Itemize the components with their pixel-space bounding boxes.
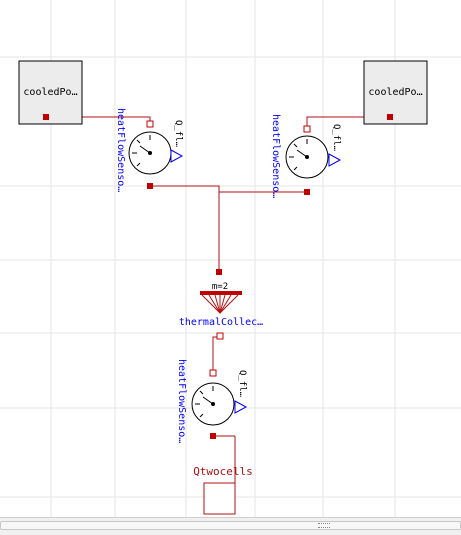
heat-flow-sensor-left-label: heatFlowSenso…: [115, 108, 126, 192]
heat-flow-sensor-left-output-label: Q_fl…: [173, 120, 183, 148]
thermal-collector-port-bottom[interactable]: [216, 332, 224, 340]
heat-flow-sensor-bottom-output-arrow: [234, 400, 248, 414]
cooled-box-right-port[interactable]: [387, 114, 393, 120]
thermal-collector-funnel: [201, 294, 239, 314]
heat-flow-sensor-bottom-port-a[interactable]: [209, 369, 217, 377]
heat-flow-sensor-right-output-label: Q_fl…: [331, 124, 341, 152]
heat-flow-sensor-bottom-port-b[interactable]: [210, 433, 216, 439]
heat-flow-sensor-bottom-label: heatFlowSenso…: [176, 359, 187, 443]
heat-flow-sensor-left[interactable]: heatFlowSenso… Q_fl…: [115, 108, 184, 192]
cooled-box-left[interactable]: cooledPo…: [18, 60, 83, 125]
thermal-collector-label: thermalCollec…: [179, 317, 263, 328]
cooled-box-right[interactable]: cooledPo…: [363, 60, 428, 125]
heat-flow-sensor-left-port-b[interactable]: [147, 183, 153, 189]
thermal-collector-port-top[interactable]: [216, 269, 222, 275]
qtwocells-label: Qtwocells: [193, 465, 253, 478]
heat-flow-sensor-bottom-gauge: [191, 382, 235, 426]
heat-flow-sensor-left-port-a[interactable]: [146, 120, 154, 128]
thermal-collector-param: m=2: [212, 282, 228, 292]
heat-flow-sensor-left-gauge: [128, 131, 172, 175]
scrollbar-thumb[interactable]: [0, 521, 461, 530]
heat-flow-sensor-right-port-b[interactable]: [304, 189, 310, 195]
cooled-box-left-label: cooledPo…: [23, 87, 77, 98]
wire-sensors-to-collector: [150, 185, 220, 272]
thermal-collector-bar: [200, 291, 242, 295]
heat-flow-sensor-right-gauge: [285, 135, 329, 179]
heat-flow-sensor-right-output-arrow: [328, 153, 342, 167]
cooled-box-right-label: cooledPo…: [368, 87, 422, 98]
heat-flow-sensor-right-port-a[interactable]: [303, 125, 311, 133]
scrollbar-grip-icon: [318, 523, 330, 528]
heat-flow-sensor-bottom-output-label: Q_fl…: [237, 370, 247, 398]
thermal-collector[interactable]: m=2 thermalCollec…: [179, 269, 263, 340]
heat-flow-sensor-left-output-arrow: [170, 149, 184, 163]
wire-collector-to-sensor-bottom: [212, 336, 220, 373]
wire-cooled-right-to-sensor-right: [306, 116, 364, 128]
cooled-box-left-port[interactable]: [43, 114, 49, 120]
horizontal-scrollbar[interactable]: [0, 517, 461, 535]
heat-flow-sensor-right-label: heatFlowSenso…: [270, 114, 281, 198]
qtwocells-box: [203, 482, 236, 515]
heat-flow-sensor-bottom[interactable]: heatFlowSenso… Q_fl…: [176, 359, 248, 443]
qtwocells-component[interactable]: Qtwocells: [193, 465, 253, 515]
heat-flow-sensor-right[interactable]: heatFlowSenso… Q_fl…: [270, 114, 342, 198]
